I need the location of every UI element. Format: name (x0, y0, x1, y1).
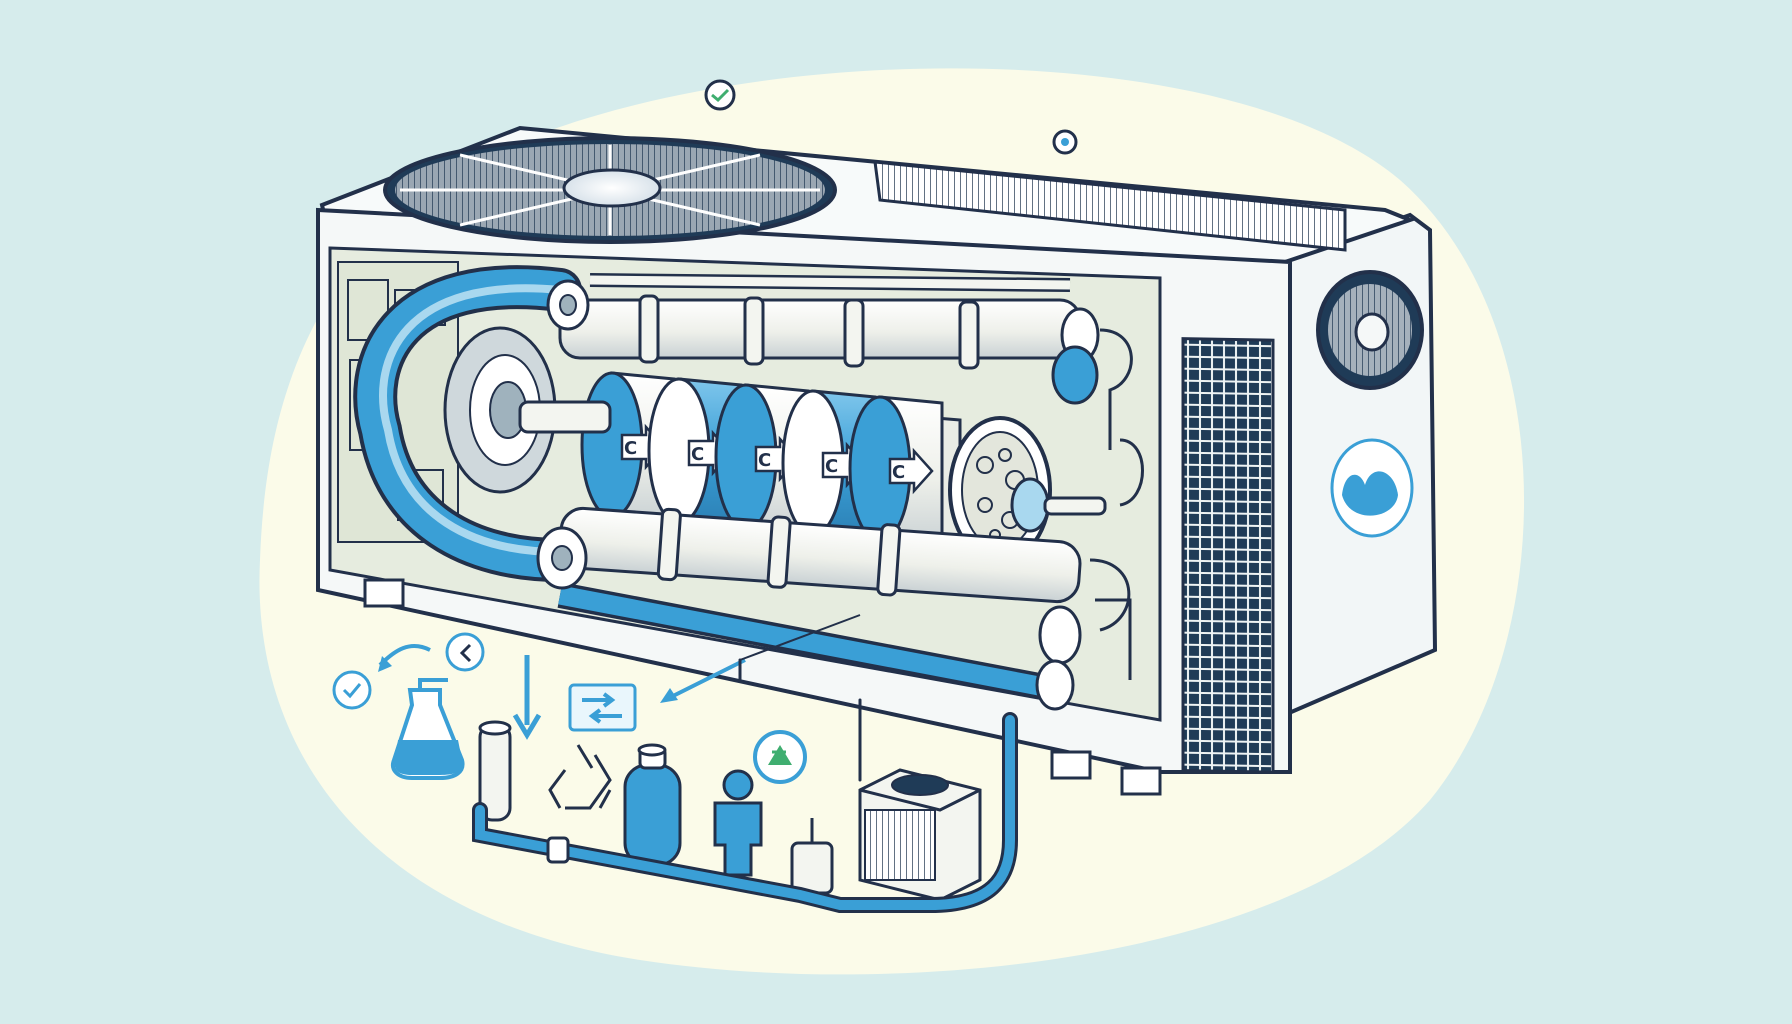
right-tubing (1089, 328, 1144, 680)
segment-label: C (892, 462, 905, 483)
unit-foot (1050, 750, 1092, 780)
leaf-badge-icon (753, 730, 807, 784)
bottom-pipe-network (472, 658, 1018, 913)
internal-components: C C C C C (337, 261, 1144, 711)
small-badge-icon (332, 670, 372, 710)
top-fan-icon (383, 136, 837, 244)
brand-logo-icon (1330, 438, 1414, 538)
canister-icon (478, 720, 512, 822)
unit-foot (1120, 766, 1162, 796)
flow-arrow-icon (888, 447, 934, 495)
segment-label: C (758, 450, 771, 471)
pipe-coupler (546, 836, 570, 864)
top-vent-strip (873, 160, 1347, 252)
person-icon (713, 769, 763, 877)
filter-cylinder: C C C C C (518, 371, 1107, 564)
segment-label: C (825, 456, 838, 477)
unit-foot (363, 578, 405, 608)
spray-bottle-icon (391, 678, 465, 780)
lower-pipe-row (536, 506, 1082, 711)
floating-badge-icon (1052, 129, 1078, 155)
side-grille (1181, 337, 1275, 774)
small-badge-icon (445, 632, 485, 672)
filter-segment: C (848, 395, 944, 549)
segment-label: C (691, 444, 704, 465)
swap-arrows-icon (568, 683, 637, 732)
floating-badge-icon (704, 79, 736, 111)
segment-label: C (624, 438, 637, 459)
small-condenser-icon (858, 768, 982, 902)
upper-pipe-row (546, 273, 1100, 405)
recycling-icon (548, 744, 612, 810)
side-fan-icon (1316, 270, 1424, 390)
long-arrow-icon (664, 658, 746, 702)
arrow-down-icon (512, 655, 542, 740)
accessory-icons (332, 614, 1018, 913)
